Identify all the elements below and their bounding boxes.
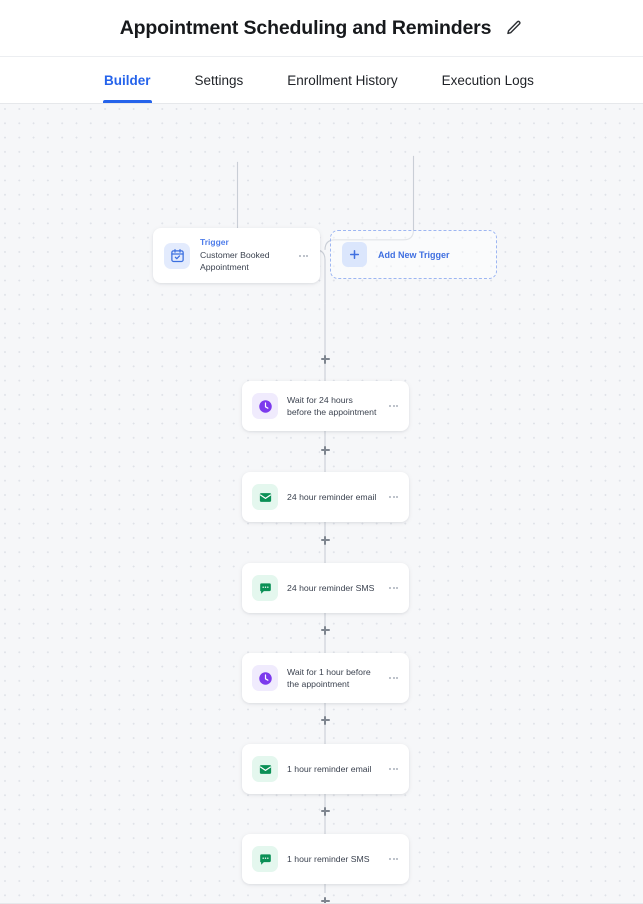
add-step-handle-4[interactable] bbox=[317, 622, 333, 638]
add-step-handle-6[interactable] bbox=[317, 803, 333, 819]
tab-bar: Builder Settings Enrollment History Exec… bbox=[0, 57, 643, 104]
tab-builder[interactable]: Builder bbox=[103, 57, 152, 103]
trigger-name: Customer Booked Appointment bbox=[200, 249, 270, 273]
add-new-trigger-label: Add New Trigger bbox=[378, 249, 450, 260]
trigger-node-body: Trigger Customer Booked Appointment bbox=[200, 237, 286, 273]
page-title: Appointment Scheduling and Reminders bbox=[119, 16, 492, 39]
trigger-node[interactable]: Trigger Customer Booked Appointment bbox=[153, 228, 320, 283]
step-label: Wait for 24 hours before the appointment bbox=[287, 394, 377, 417]
kebab-menu-icon[interactable] bbox=[386, 670, 401, 686]
step-label: 24 hour reminder SMS bbox=[287, 582, 375, 593]
step-label: 1 hour reminder SMS bbox=[287, 853, 370, 864]
calendar-check-icon bbox=[164, 242, 190, 269]
tab-settings[interactable]: Settings bbox=[194, 72, 244, 88]
add-step-handle-7[interactable] bbox=[317, 893, 333, 903]
clock-icon bbox=[252, 665, 278, 691]
pencil-icon[interactable] bbox=[505, 19, 523, 37]
trigger-kicker: Trigger bbox=[200, 237, 229, 248]
kebab-menu-icon[interactable] bbox=[386, 580, 401, 596]
plus-icon bbox=[342, 242, 367, 267]
add-step-handle-5[interactable] bbox=[317, 712, 333, 728]
step-node-1-hour-reminder-email[interactable]: 1 hour reminder email bbox=[242, 744, 409, 794]
step-node-body: Wait for 1 hour before the appointment bbox=[287, 666, 377, 691]
kebab-menu-icon[interactable] bbox=[386, 761, 401, 777]
kebab-menu-icon[interactable] bbox=[296, 248, 311, 264]
sms-bubble-icon bbox=[252, 575, 278, 601]
flow-canvas[interactable]: Trigger Customer Booked Appointment Add … bbox=[0, 104, 643, 904]
step-node-body: 1 hour reminder SMS bbox=[287, 853, 377, 865]
step-node-wait-24-hours[interactable]: Wait for 24 hours before the appointment bbox=[242, 381, 409, 431]
kebab-menu-icon[interactable] bbox=[386, 398, 401, 414]
kebab-menu-icon[interactable] bbox=[386, 489, 401, 505]
envelope-icon bbox=[252, 484, 278, 510]
add-step-handle-2[interactable] bbox=[317, 442, 333, 458]
step-node-wait-1-hour[interactable]: Wait for 1 hour before the appointment bbox=[242, 653, 409, 703]
step-node-body: 24 hour reminder email bbox=[287, 491, 377, 503]
tab-execution-logs[interactable]: Execution Logs bbox=[441, 72, 534, 88]
step-node-1-hour-reminder-sms[interactable]: 1 hour reminder SMS bbox=[242, 834, 409, 884]
clock-icon bbox=[252, 393, 278, 419]
envelope-icon bbox=[252, 756, 278, 782]
step-node-body: 24 hour reminder SMS bbox=[287, 582, 377, 594]
step-node-body: 1 hour reminder email bbox=[287, 763, 377, 775]
tab-enrollment-history[interactable]: Enrollment History bbox=[287, 72, 398, 88]
kebab-menu-icon[interactable] bbox=[386, 851, 401, 867]
page-header: Appointment Scheduling and Reminders bbox=[0, 0, 643, 57]
step-node-body: Wait for 24 hours before the appointment bbox=[287, 394, 377, 419]
step-node-24-hour-reminder-email[interactable]: 24 hour reminder email bbox=[242, 472, 409, 522]
sms-bubble-icon bbox=[252, 846, 278, 872]
add-step-handle-1[interactable] bbox=[317, 351, 333, 367]
add-step-handle-3[interactable] bbox=[317, 532, 333, 548]
step-node-24-hour-reminder-sms[interactable]: 24 hour reminder SMS bbox=[242, 563, 409, 613]
step-label: 1 hour reminder email bbox=[287, 763, 372, 774]
step-label: 24 hour reminder email bbox=[287, 491, 377, 502]
add-new-trigger-button[interactable]: Add New Trigger bbox=[330, 230, 497, 279]
step-label: Wait for 1 hour before the appointment bbox=[287, 666, 371, 689]
